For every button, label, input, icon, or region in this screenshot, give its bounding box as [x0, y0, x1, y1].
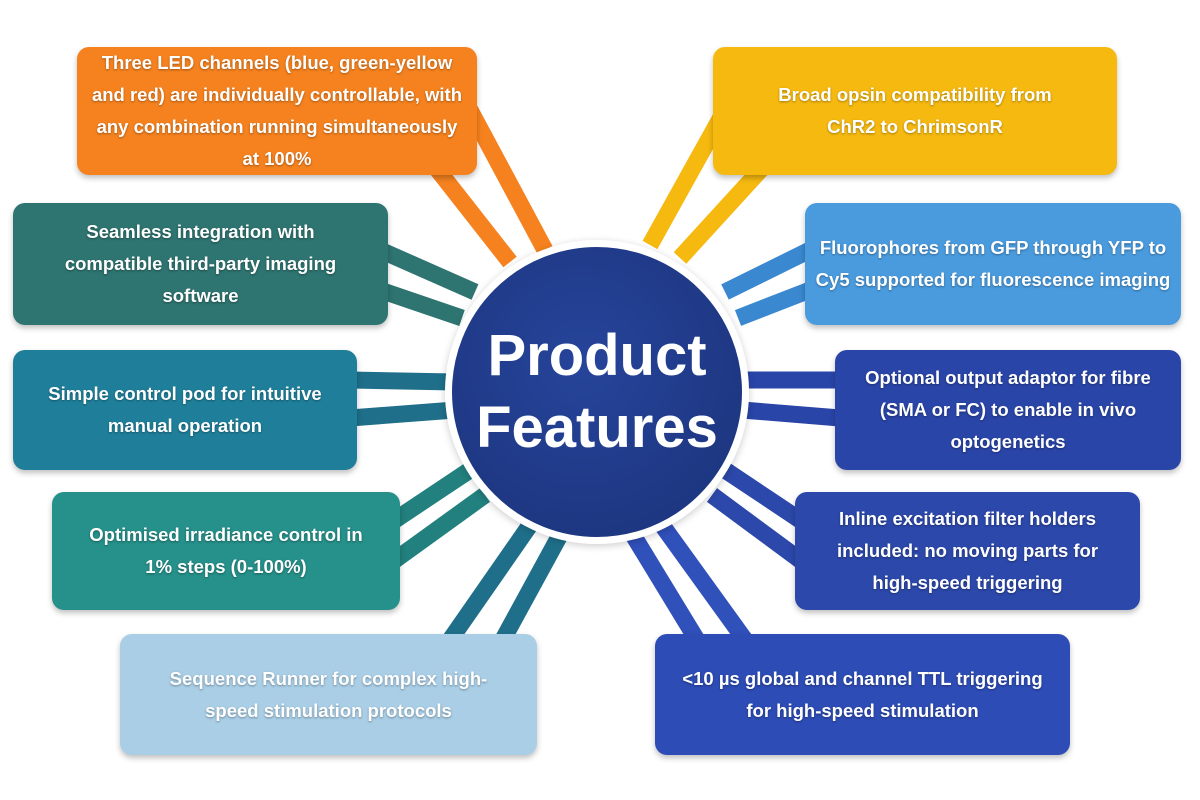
feature-ttl-triggering: <10 µs global and channel TTL triggering… — [655, 634, 1070, 755]
feature-text: Seamless integration with compatible thi… — [64, 221, 337, 306]
feature-irradiance: Optimised irradiance control in 1% steps… — [52, 492, 400, 610]
feature-text: <10 µs global and channel TTL triggering… — [682, 667, 1043, 721]
product-features-hub: Product Features — [445, 240, 749, 544]
feature-text: Three LED channels (blue, green-yellow a… — [91, 52, 463, 169]
connector-10a — [622, 525, 708, 650]
connector-3b — [349, 401, 456, 427]
connector-4a — [390, 462, 475, 528]
feature-opsin: Broad opsin compatibility from ChR2 to C… — [713, 47, 1117, 175]
connector-7b — [734, 282, 814, 326]
connector-4b — [390, 488, 490, 567]
connector-3a — [349, 371, 456, 391]
feature-text: Sequence Runner for complex high-speed s… — [169, 667, 488, 721]
feature-integration: Seamless integration with compatible thi… — [13, 203, 388, 325]
feature-led-channels: Three LED channels (blue, green-yellow a… — [77, 47, 477, 175]
feature-control-pod: Simple control pod for intuitive manual … — [13, 350, 357, 470]
feature-fluorophores: Fluorophores from GFP through YFP to Cy5… — [805, 203, 1181, 325]
connector-1b — [423, 154, 517, 268]
feature-text: Fluorophores from GFP through YFP to Cy5… — [815, 237, 1171, 290]
connector-6a — [642, 105, 733, 250]
feature-text: Simple control pod for intuitive manual … — [48, 383, 322, 436]
feature-filter-holders: Inline excitation filter holders include… — [795, 492, 1140, 610]
connector-9b — [706, 488, 806, 567]
connector-5b — [492, 530, 568, 650]
connector-2a — [376, 242, 479, 300]
feature-text: Broad opsin compatibility from ChR2 to C… — [778, 84, 1052, 137]
connector-6b — [673, 159, 772, 264]
feature-sequence-runner: Sequence Runner for complex high-speed s… — [120, 634, 537, 755]
connector-8b — [741, 401, 841, 427]
feature-text: Inline excitation filter holders include… — [836, 508, 1099, 593]
feature-text: Optimised irradiance control in 1% steps… — [89, 524, 363, 577]
feature-output-adaptor: Optional output adaptor for fibre (SMA o… — [835, 350, 1181, 470]
feature-text: Optional output adaptor for fibre (SMA o… — [865, 367, 1151, 452]
title-line1: Product — [487, 323, 707, 388]
connector-5a — [443, 520, 537, 645]
connector-7a — [721, 242, 814, 300]
connector-1a — [462, 105, 553, 255]
title-line2: Features — [476, 395, 718, 460]
connector-10b — [655, 520, 752, 645]
connector-9a — [720, 462, 805, 528]
connector-2b — [377, 281, 465, 327]
